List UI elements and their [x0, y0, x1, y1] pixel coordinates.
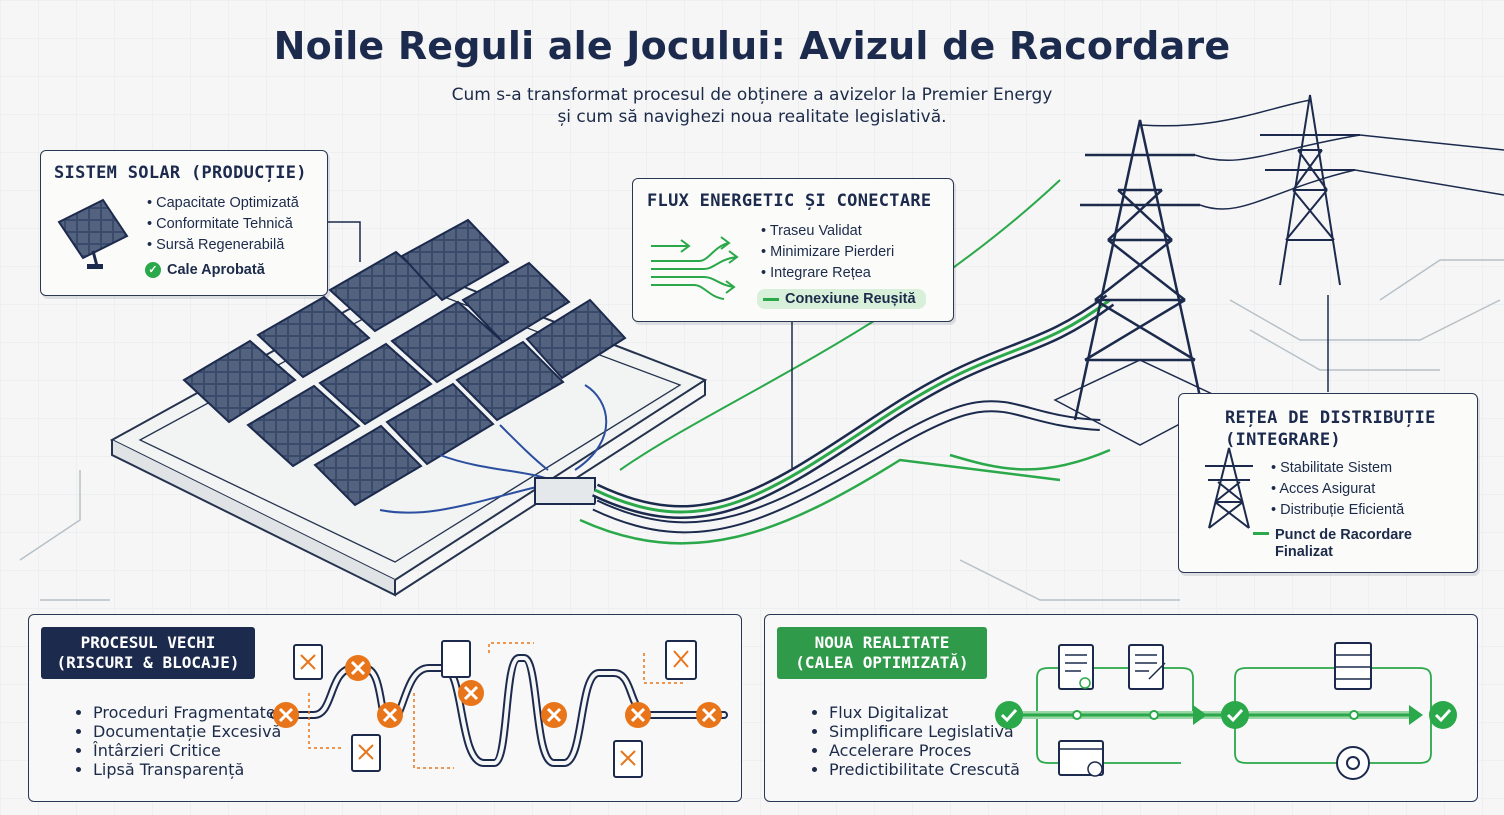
old-item-3: Întârzieri Critice — [93, 741, 281, 760]
blocked-x-icon — [273, 702, 299, 728]
check-icon: ✓ — [145, 262, 161, 279]
solar-panels — [182, 218, 627, 507]
blocked-x-icon — [696, 702, 722, 728]
grid-card-title-line-2: (INTEGRARE) — [1225, 430, 1341, 450]
new-reality-flow — [995, 642, 1457, 780]
flow-card-title: FLUX ENERGETIC ȘI CONECTARE — [647, 191, 932, 211]
solar-item-3: Sursă Regenerabilă — [147, 235, 299, 256]
circuit-traces — [19, 259, 1504, 601]
blocked-document-icon — [441, 640, 471, 678]
leader-lines — [325, 221, 1329, 468]
arrow-head-icon — [1193, 705, 1207, 725]
transmission-tower-back — [1260, 94, 1360, 286]
grid-item-1: Stabilitate Sistem — [1271, 458, 1404, 479]
grid-item-2: Acces Asigurat — [1271, 479, 1404, 500]
new-reality-tag: NOUA REALITATE (CALEA OPTIMIZATĂ) — [777, 627, 987, 679]
grid-status-line-2: Finalizat — [1275, 544, 1334, 560]
junction-box — [534, 477, 596, 505]
old-item-4: Lipsă Transparență — [93, 760, 281, 779]
old-item-2: Documentație Excesivă — [93, 722, 281, 741]
old-process-tag-line-1: PROCESUL VECHI — [80, 633, 216, 652]
blocked-x-icon — [377, 702, 403, 728]
grid-status-line-1: Punct de Racordare — [1253, 527, 1412, 544]
solar-card-title: SISTEM SOLAR (PRODUCȚIE) — [54, 163, 307, 183]
power-lines — [1139, 99, 1504, 210]
blocked-x-icon — [458, 680, 484, 706]
success-markers — [995, 701, 1457, 729]
power-cable — [579, 179, 1115, 545]
energy-flow-card: FLUX ENERGETIC ȘI CONECTARE Traseu Valid… — [632, 178, 954, 322]
old-process-tag-line-2: (RISCURI & BLOCAJE) — [56, 653, 240, 672]
solar-item-1: Capacitate Optimizată — [147, 193, 299, 214]
check-circle-icon — [1221, 701, 1249, 729]
blocked-x-icon — [625, 702, 651, 728]
solar-system-card: SISTEM SOLAR (PRODUCȚIE) Capacitate Opti… — [40, 150, 328, 296]
flow-item-2: Minimizare Pierderi — [761, 242, 894, 263]
flow-item-1: Traseu Validat — [761, 221, 894, 242]
blocked-x-icon — [541, 702, 567, 728]
solar-status: ✓ Cale Aprobată — [145, 262, 265, 279]
check-circle-icon — [995, 701, 1023, 729]
distribution-network-card: REȚEA DE DISTRIBUȚIE (INTEGRARE) Stabili… — [1178, 393, 1478, 573]
blocked-markers — [273, 655, 722, 728]
arrow-head-icon — [1409, 705, 1423, 725]
blocked-x-icon — [345, 655, 371, 681]
flow-status-badge: Conexiune Reușită — [757, 289, 926, 309]
subtitle-line-1: Cum s-a transformat procesul de obținere… — [451, 85, 1053, 105]
page-subtitle: Cum s-a transformat procesul de obținere… — [0, 84, 1504, 128]
server-stack-icon — [1334, 642, 1372, 690]
grid-item-3: Distribuție Eficientă — [1271, 500, 1404, 521]
solar-panel-icon — [57, 198, 129, 269]
new-item-1: Flux Digitalizat — [829, 703, 1020, 722]
grid-card-title-line-1: REȚEA DE DISTRIBUȚIE — [1225, 408, 1436, 428]
pylon-icon — [1205, 447, 1253, 529]
old-process-maze — [270, 640, 728, 778]
grid-status: Punct de Racordare Finalizat — [1275, 527, 1412, 561]
transmission-tower-main — [1053, 119, 1227, 446]
old-process-tag: PROCESUL VECHI (RISCURI & BLOCAJE) — [41, 627, 255, 679]
new-reality-tag-line-2: (CALEA OPTIMIZATĂ) — [795, 653, 969, 672]
new-item-4: Predictibilitate Crescută — [829, 760, 1020, 779]
subtitle-line-2: și cum să navighezi noua realitate legis… — [557, 107, 947, 127]
flow-arrows-icon — [651, 236, 739, 300]
check-circle-icon — [1429, 701, 1457, 729]
solar-status-label: Cale Aprobată — [167, 262, 265, 278]
new-item-3: Accelerare Proces — [829, 741, 1020, 760]
check-circle-icon — [1087, 761, 1103, 777]
flow-item-3: Integrare Rețea — [761, 263, 894, 284]
page-title: Noile Reguli ale Jocului: Avizul de Raco… — [273, 24, 1231, 68]
new-reality-tag-line-1: NOUA REALITATE — [814, 633, 950, 652]
solar-item-2: Conformitate Tehnică — [147, 214, 299, 235]
new-item-2: Simplificare Legislativă — [829, 722, 1020, 741]
signed-document-icon — [1128, 644, 1164, 690]
old-item-1: Proceduri Fragmentate — [93, 703, 281, 722]
old-process-panel: PROCESUL VECHI (RISCURI & BLOCAJE) Proce… — [28, 614, 742, 802]
new-reality-panel: NOUA REALITATE (CALEA OPTIMIZATĂ) Flux D… — [764, 614, 1478, 802]
dc-wires — [379, 384, 608, 514]
